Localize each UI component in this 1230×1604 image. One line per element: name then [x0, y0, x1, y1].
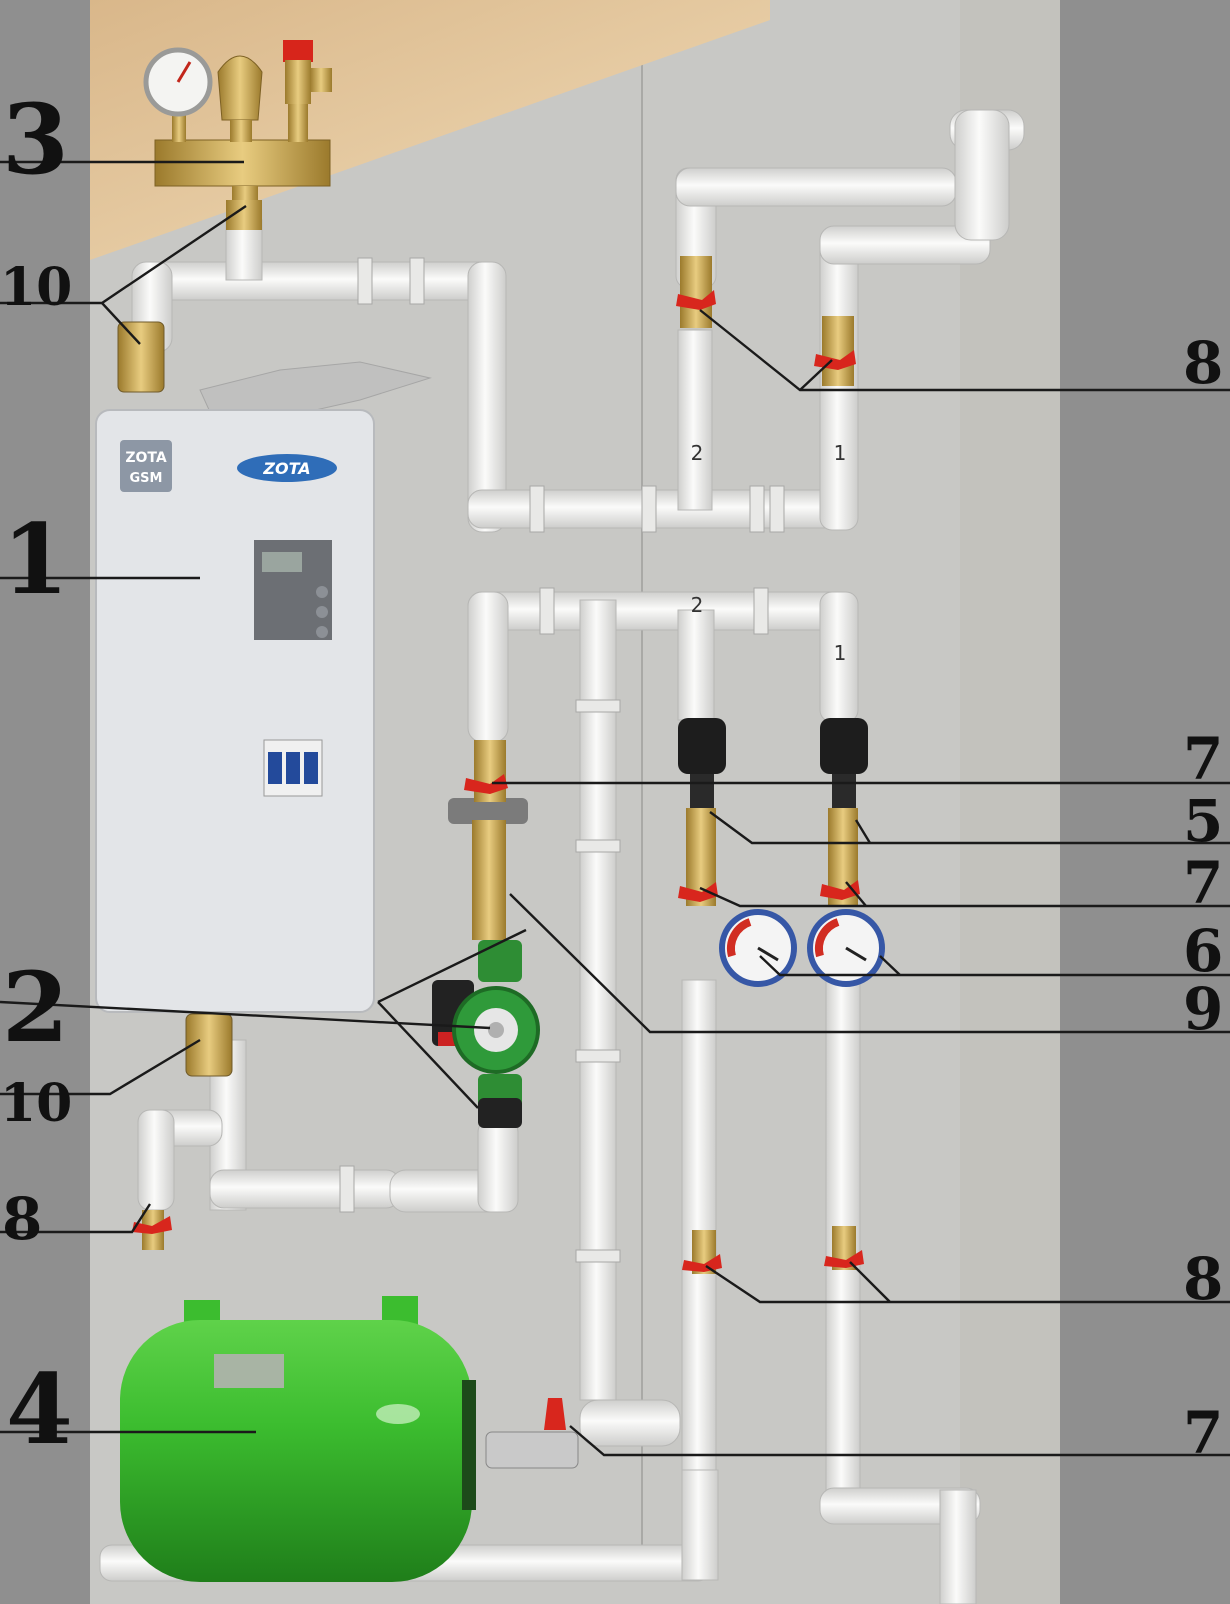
boiler-badge	[120, 440, 172, 492]
valve-handle-icon	[544, 1398, 566, 1430]
valve-handle-icon	[678, 882, 718, 902]
callout-8-bottom-right: 8	[1183, 1245, 1224, 1313]
valve-handle-icon	[824, 1250, 864, 1268]
svg-text:GSM: GSM	[130, 471, 163, 486]
callout-7-upper: 7	[1183, 725, 1224, 793]
callout-1: 1	[2, 503, 69, 616]
electric-boiler: ZOTA GSM ZOTA	[95, 361, 432, 1013]
pipe-mark-supply: 1	[834, 441, 847, 465]
callout-8-left: 8	[2, 1185, 43, 1253]
circulation-pump	[432, 798, 540, 1128]
callout-10-bottom: 10	[0, 1073, 73, 1134]
pipe-mark-return: 2	[691, 441, 704, 465]
boiler-logo	[237, 454, 337, 482]
callout-3: 3	[2, 83, 69, 196]
callout-7-middle: 7	[1183, 849, 1224, 917]
callout-2: 2	[2, 951, 69, 1064]
valve-handle-icon	[132, 1216, 172, 1234]
valve-handle-icon	[676, 290, 716, 310]
wall-right-panel	[960, 0, 1060, 1604]
pipework	[99, 109, 1025, 1604]
pipe-clips	[339, 257, 785, 1263]
tank-body	[120, 1320, 472, 1582]
expansion-tank	[120, 1296, 476, 1582]
wall-right-margin	[1060, 0, 1230, 1604]
valve-handle-icon	[814, 350, 856, 370]
callout-6: 6	[1183, 917, 1224, 985]
callout-9: 9	[1183, 975, 1224, 1043]
valve-handle-icon	[464, 774, 508, 794]
pipe-mark-riser: 1	[834, 641, 847, 665]
wall-left-margin	[0, 0, 90, 1604]
valve-handle-icon	[820, 880, 860, 900]
svg-text:ZOTA: ZOTA	[262, 459, 310, 478]
union-top	[117, 321, 165, 393]
callout-8-top-right: 8	[1183, 329, 1224, 397]
thermomanometers	[719, 909, 885, 987]
air-vents	[678, 718, 868, 856]
wood-ceiling	[90, 0, 770, 260]
boiler-body	[95, 409, 375, 1013]
callout-4: 4	[6, 1353, 73, 1466]
leader-lines	[0, 160, 1230, 1457]
callout-7-lower: 7	[1183, 1399, 1224, 1467]
callout-10-top: 10	[0, 257, 73, 318]
safety-group	[143, 40, 332, 226]
ball-valves	[132, 256, 864, 1469]
callout-5: 5	[1183, 787, 1224, 855]
air-vent-icon	[217, 55, 263, 121]
pipe-mark-header: 2	[691, 593, 704, 617]
svg-text:ZOTA: ZOTA	[125, 450, 167, 466]
valve-handle-icon	[682, 1254, 722, 1272]
